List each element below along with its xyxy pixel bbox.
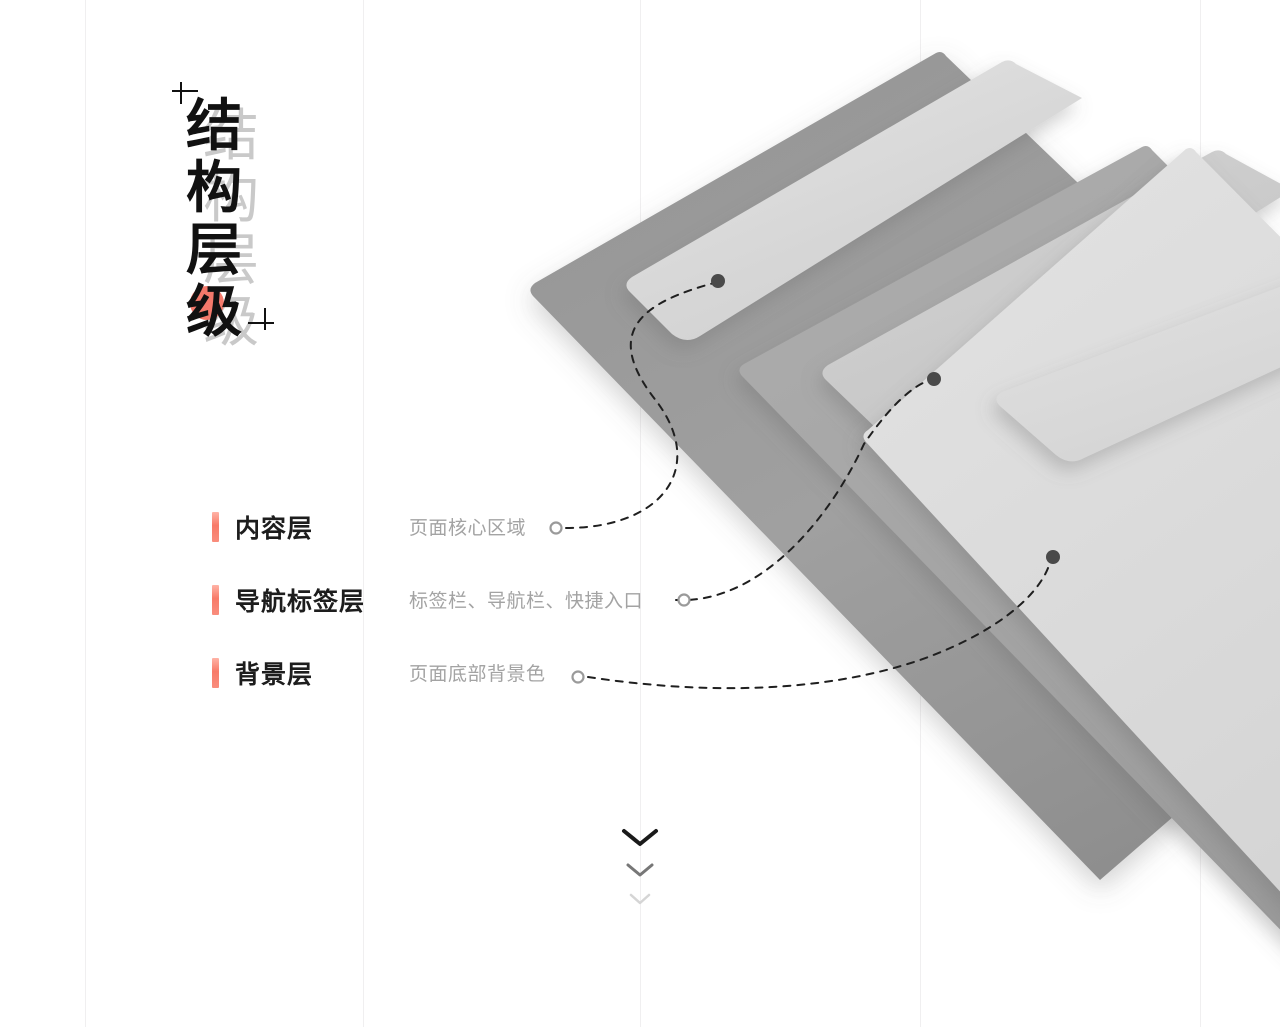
title-char-1: 构 构 (186, 158, 278, 230)
legend-accent-bar (212, 658, 219, 688)
title-accent-circle (190, 286, 224, 320)
chevron-down-icon (622, 829, 658, 846)
title-char-2: 层 层 (186, 220, 278, 292)
page-title: 结 结 构 构 层 层 级 级 (168, 78, 298, 354)
connector-path-nav (675, 379, 931, 602)
panel-content-mid (822, 150, 1280, 436)
legend-item-background[interactable]: 背景层 (212, 651, 313, 695)
legend-item-label: 内容层 (235, 515, 314, 543)
legend-item-label: 背景层 (235, 661, 314, 689)
panel-content-small (996, 286, 1280, 462)
connector-node-filled (927, 372, 941, 386)
title-char-0-front: 结 (186, 96, 242, 158)
corner-bracket-top-left-icon (172, 82, 198, 108)
connector-path-content (565, 282, 715, 529)
title-char-0: 结 结 (186, 96, 278, 168)
panel-content-top (626, 60, 1082, 341)
connector-node-filled (1046, 550, 1060, 564)
legend-accent-bar (212, 512, 219, 542)
title-characters: 结 结 构 构 层 层 级 级 (186, 96, 278, 354)
panel-nav-plate (739, 146, 1280, 930)
chevron-down-icon (626, 863, 654, 877)
panel-background-plate (530, 52, 1280, 880)
guide-line (1200, 0, 1201, 1027)
guide-line (363, 0, 364, 1027)
legend-item-content[interactable]: 内容层 (212, 505, 313, 549)
legend-item-navigation[interactable]: 导航标签层 (212, 578, 365, 622)
guide-line (85, 0, 86, 1027)
legend-item-description: 页面核心区域 (409, 518, 527, 539)
connector-node-hollow (549, 521, 563, 535)
legend-item-description: 页面底部背景色 (409, 664, 546, 685)
legend-accent-bar (212, 585, 219, 615)
title-char-2-front: 层 (186, 220, 242, 282)
title-char-3-front: 级 (186, 282, 242, 344)
scroll-down-indicator[interactable] (600, 826, 680, 908)
guide-line (920, 0, 921, 1027)
connector-path-background (587, 561, 1051, 690)
legend-item-description: 标签栏、导航栏、快捷入口 (409, 591, 644, 612)
connector-node-hollow (571, 670, 585, 684)
legend-item-label: 导航标签层 (235, 588, 366, 616)
panel-content-lower (863, 148, 1280, 892)
corner-bracket-bottom-right-icon (248, 306, 274, 332)
chevron-down-icon (629, 893, 651, 905)
title-char-1-front: 构 (186, 158, 242, 220)
connector-node-hollow (677, 593, 691, 607)
connector-node-filled (711, 274, 725, 288)
